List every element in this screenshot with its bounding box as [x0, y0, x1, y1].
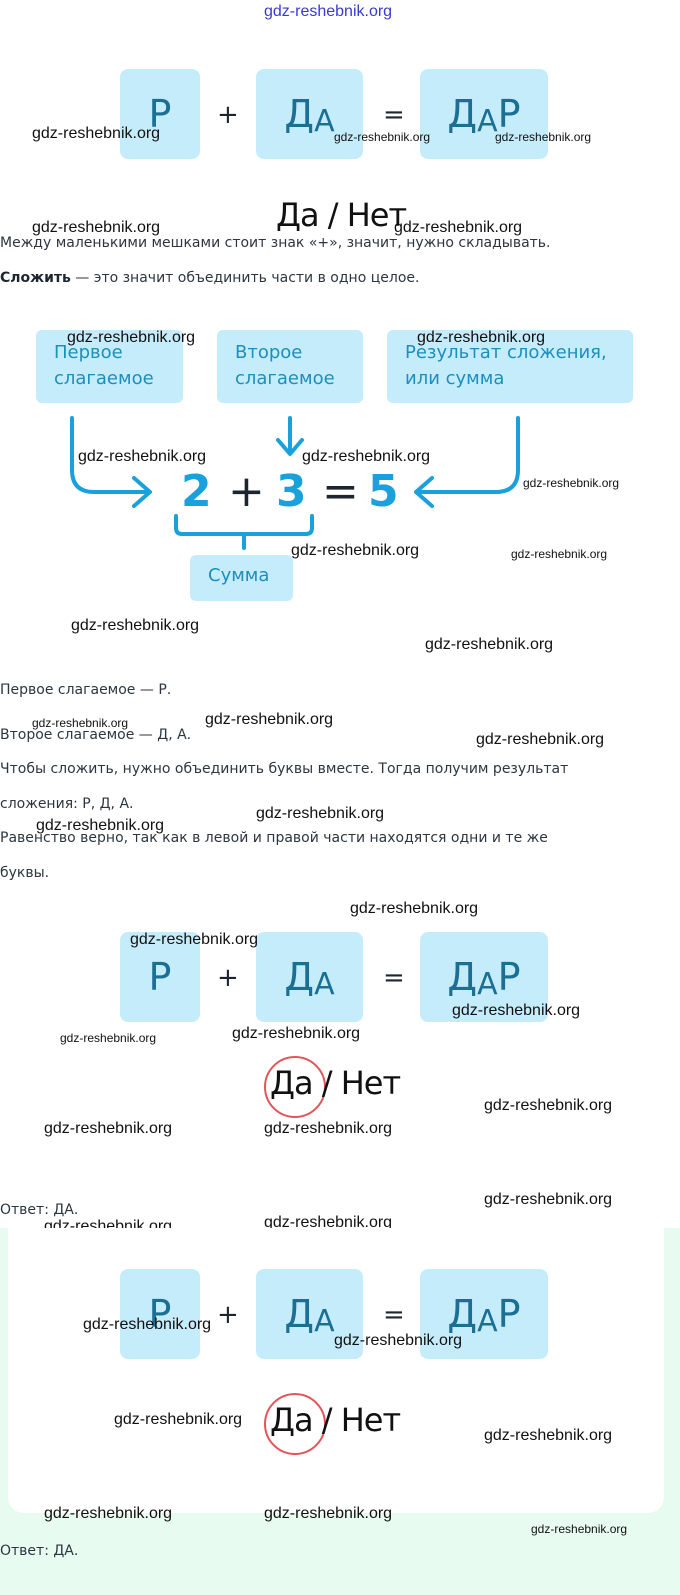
watermark: gdz-reshebnik.org [44, 1505, 173, 1522]
paragraph-2: Сложить — это значит объединить части в … [0, 270, 420, 286]
watermark: gdz-reshebnik.org [264, 1120, 393, 1137]
paragraph-6b: буквы. [0, 865, 50, 881]
watermark: gdz-reshebnik.org [484, 1427, 613, 1444]
watermark: gdz-reshebnik.org [32, 125, 161, 142]
tile-p: Р [120, 932, 200, 1022]
plus-sign: + [217, 963, 239, 993]
paragraph-4: Второе слагаемое — Д, А. [0, 727, 192, 743]
plus-sign: + [217, 1300, 239, 1330]
watermark: gdz-reshebnik.org [523, 476, 620, 490]
addend-2: 2 [181, 466, 212, 517]
watermark: gdz-reshebnik.org [114, 1411, 243, 1428]
paragraph-5b: сложения: Р, Д, А. [0, 796, 134, 812]
watermark: gdz-reshebnik.org [32, 219, 161, 236]
watermark: gdz-reshebnik.org [264, 1214, 393, 1231]
watermark: gdz-reshebnik.org [232, 1025, 361, 1042]
sum-5: 5 [368, 466, 399, 517]
diagram-equals: = [322, 466, 359, 517]
watermark: gdz-reshebnik.org [425, 636, 554, 653]
yes-no-answer: Да / Нет [270, 1401, 401, 1439]
watermark: gdz-reshebnik.org [264, 1505, 393, 1522]
yes-circle [264, 1393, 326, 1455]
paragraph-5a: Чтобы сложить, нужно объединить буквы вм… [0, 761, 569, 777]
watermark: gdz-reshebnik.org [205, 711, 334, 728]
watermark: gdz-reshebnik.org [83, 1316, 212, 1333]
tile-p: Р [120, 1269, 200, 1359]
watermark-top: gdz-reshebnik.org [264, 3, 393, 20]
watermark: gdz-reshebnik.org [350, 900, 479, 917]
watermark: gdz-reshebnik.org [71, 617, 200, 634]
tile-p: Р [120, 69, 200, 159]
yes-no-answer: Да / Нет [270, 1064, 401, 1102]
watermark: gdz-reshebnik.org [67, 329, 196, 346]
watermark: gdz-reshebnik.org [531, 1522, 628, 1536]
yes-circle [264, 1056, 326, 1118]
addend-3: 3 [276, 466, 307, 517]
watermark: gdz-reshebnik.org [484, 1097, 613, 1114]
equals-sign: = [383, 1300, 405, 1330]
paragraph-6a: Равенство верно, так как в левой и право… [0, 830, 548, 846]
watermark: gdz-reshebnik.org [44, 1120, 173, 1137]
watermark: gdz-reshebnik.org [334, 130, 431, 144]
watermark: gdz-reshebnik.org [511, 547, 608, 561]
watermark: gdz-reshebnik.org [36, 817, 165, 834]
watermark: gdz-reshebnik.org [32, 716, 129, 730]
label-sum: Сумма [190, 555, 293, 601]
watermark: gdz-reshebnik.org [60, 1031, 157, 1045]
watermark: gdz-reshebnik.org [130, 931, 259, 948]
paragraph-3: Первое слагаемое — Р. [0, 682, 172, 698]
watermark: gdz-reshebnik.org [495, 130, 592, 144]
diagram-plus: + [228, 466, 265, 517]
equals-sign: = [383, 100, 405, 130]
diagram-arrows [70, 416, 520, 550]
watermark: gdz-reshebnik.org [291, 542, 420, 559]
label-sum-result: Результат сложения,или сумма [387, 330, 633, 403]
watermark: gdz-reshebnik.org [417, 329, 546, 346]
watermark: gdz-reshebnik.org [452, 1002, 581, 1019]
answer-2: Ответ: ДА. [0, 1543, 79, 1559]
plus-sign: + [217, 100, 239, 130]
watermark: gdz-reshebnik.org [78, 448, 207, 465]
watermark: gdz-reshebnik.org [394, 219, 523, 236]
paragraph-1: Между маленькими мешками стоит знак «+»,… [0, 235, 551, 251]
answer-1: Ответ: ДА. [0, 1202, 79, 1218]
watermark: gdz-reshebnik.org [334, 1332, 463, 1349]
watermark: gdz-reshebnik.org [302, 448, 431, 465]
watermark: gdz-reshebnik.org [476, 731, 605, 748]
yes-no-cropped: Да / Нет [276, 196, 407, 232]
watermark: gdz-reshebnik.org [484, 1191, 613, 1208]
watermark: gdz-reshebnik.org [256, 805, 385, 822]
equals-sign: = [383, 963, 405, 993]
